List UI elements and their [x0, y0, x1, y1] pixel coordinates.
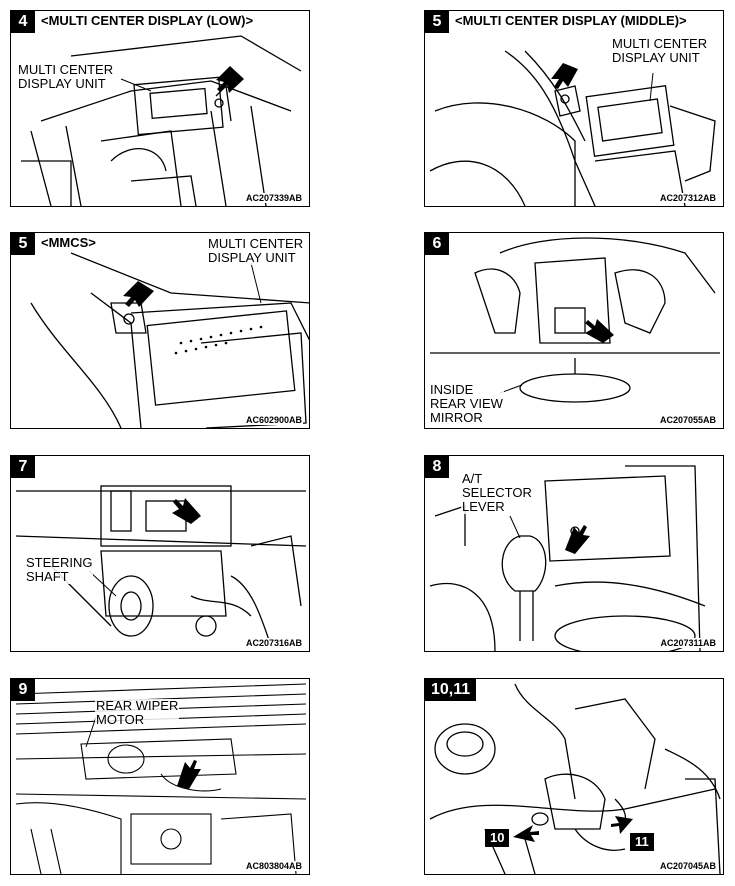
panel-6: 6 INSIDE REAR VIEW MIRROR AC207055AB	[424, 232, 724, 429]
panel-number: 7	[11, 456, 35, 478]
panel-number: 8	[425, 456, 449, 478]
engine-bay-illustration	[429, 683, 721, 874]
panel-title: <MULTI CENTER DISPLAY (MIDDLE)>	[453, 13, 689, 28]
panel-number: 5	[11, 233, 35, 255]
callout-11: 11	[630, 833, 654, 851]
panel-title: <MMCS>	[39, 235, 98, 250]
panel-9: 9 REAR WIPER MOTOR AC803804AB	[10, 678, 310, 875]
steering-shaft-illustration	[15, 485, 307, 647]
selector-lever-illustration	[429, 465, 706, 651]
panel-title: <MULTI CENTER DISPLAY (LOW)>	[39, 13, 256, 28]
panel-number: 10,11	[425, 679, 477, 701]
multi-center-display-low-illustration	[21, 35, 302, 206]
figure-code: AC803804AB	[244, 861, 303, 871]
figure-code: AC602900AB	[244, 415, 303, 425]
panel-number: 4	[11, 11, 35, 33]
panel-5-mmcs: 5 <MMCS> MULTI CENTER DISPLAY UNIT AC602…	[10, 232, 310, 429]
figure-code: AC207311AB	[659, 638, 717, 648]
figure-code: AC207316AB	[244, 638, 303, 648]
label-rear-wiper-motor: REAR WIPER MOTOR	[95, 698, 180, 727]
panel-8: 8 A/T SELECTOR LEVER AC207311AB	[424, 455, 724, 652]
label-multi-center-display-unit: MULTI CENTER DISPLAY UNIT	[17, 62, 115, 91]
figure-code: AC207055AB	[658, 415, 717, 425]
figure-code: AC207339AB	[244, 193, 303, 203]
label-inside-rear-view-mirror: INSIDE REAR VIEW MIRROR	[429, 382, 504, 425]
figure-code: AC207045AB	[658, 861, 717, 871]
panel-4: 4 <MULTI CENTER DISPLAY (LOW)> MULTI CEN…	[10, 10, 310, 207]
multi-center-display-middle-illustration	[429, 50, 716, 206]
callout-10: 10	[485, 829, 510, 847]
label-multi-center-display-unit: MULTI CENTER DISPLAY UNIT	[207, 236, 305, 265]
label-multi-center-display-unit: MULTI CENTER DISPLAY UNIT	[611, 36, 709, 65]
label-at-selector-lever: A/T SELECTOR LEVER	[461, 471, 533, 514]
figure-code: AC207312AB	[658, 193, 717, 203]
panel-10-11: 10,11 10 11 AC207045AB	[424, 678, 724, 875]
rear-view-mirror-illustration	[430, 237, 720, 403]
mmcs-illustration	[30, 252, 309, 428]
panel-7: 7 STEERING SHAFT AC207316AB	[10, 455, 310, 652]
panel-number: 9	[11, 679, 35, 701]
label-steering-shaft: STEERING SHAFT	[25, 555, 94, 584]
panel-number: 6	[425, 233, 449, 255]
panel-5-middle: 5 <MULTI CENTER DISPLAY (MIDDLE)> MULTI …	[424, 10, 724, 207]
panel-number: 5	[425, 11, 449, 33]
